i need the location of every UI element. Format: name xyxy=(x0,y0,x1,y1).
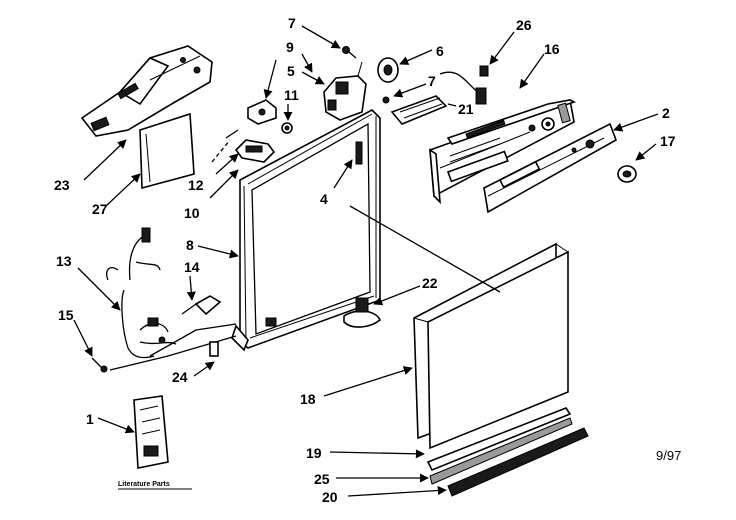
callout-21: 21 xyxy=(458,101,474,117)
callout-22: 22 xyxy=(422,275,438,291)
callout-19: 19 xyxy=(306,445,322,461)
literature-parts-label: Literature Parts xyxy=(118,481,170,488)
part-21-connector xyxy=(390,95,448,125)
part-19-trim xyxy=(426,407,572,472)
callout-11: 11 xyxy=(284,87,299,103)
part-13-wire-harness xyxy=(106,227,177,359)
callout-7a: 7 xyxy=(288,15,296,31)
callout-1: 1 xyxy=(86,411,94,427)
part-18-outer-panel xyxy=(413,242,569,450)
part-24-clip xyxy=(209,341,219,357)
part-14-plug xyxy=(181,295,222,316)
callout-16: 16 xyxy=(544,41,560,57)
callout-6: 6 xyxy=(436,43,444,59)
callout-2: 2 xyxy=(662,105,670,121)
callout-5: 5 xyxy=(287,63,295,79)
part-1-literature xyxy=(133,395,169,469)
callout-numbers: 7 9 5 11 6 7 21 26 16 2 17 23 27 12 10 4… xyxy=(54,15,676,505)
part-22-hinge xyxy=(343,297,381,328)
callout-18: 18 xyxy=(300,391,316,407)
part-23-bracket xyxy=(80,45,213,137)
part-11-screw xyxy=(281,122,293,134)
leader-lines xyxy=(73,25,659,497)
part-5-switch xyxy=(323,61,367,121)
callout-20: 20 xyxy=(322,489,338,505)
part-20-trim xyxy=(447,427,589,497)
callout-7b: 7 xyxy=(428,73,436,89)
callout-13: 13 xyxy=(56,253,72,269)
callout-24: 24 xyxy=(172,369,188,385)
callout-25: 25 xyxy=(314,471,330,487)
part-17-knob xyxy=(617,165,637,183)
part-15-screw xyxy=(91,357,108,373)
part-16-control-panel xyxy=(429,98,577,205)
part-8-door-frame xyxy=(231,109,381,352)
part-26-wire-clip xyxy=(439,65,489,105)
callout-12: 12 xyxy=(188,177,204,193)
callout-23: 23 xyxy=(54,177,70,193)
part-9-clip xyxy=(247,99,277,125)
callout-10: 10 xyxy=(184,205,200,221)
part-2-front-plate xyxy=(483,122,617,214)
callout-14: 14 xyxy=(184,259,200,275)
callout-26: 26 xyxy=(516,17,532,33)
part-27-insulation-panel xyxy=(139,112,195,190)
callout-27: 27 xyxy=(92,201,108,217)
part-6-gear xyxy=(377,57,399,83)
part-12-pin xyxy=(211,129,239,163)
date-code: 9/97 xyxy=(656,448,681,463)
callout-17: 17 xyxy=(660,133,676,149)
part-7-screw-top xyxy=(342,46,357,59)
part-25-trim xyxy=(429,417,573,485)
callout-9: 9 xyxy=(286,39,294,55)
part-7-screw-mid xyxy=(382,96,390,104)
callout-8: 8 xyxy=(186,237,194,253)
part-10-latch xyxy=(234,139,276,163)
callout-15: 15 xyxy=(58,307,74,323)
callout-4: 4 xyxy=(320,191,328,207)
